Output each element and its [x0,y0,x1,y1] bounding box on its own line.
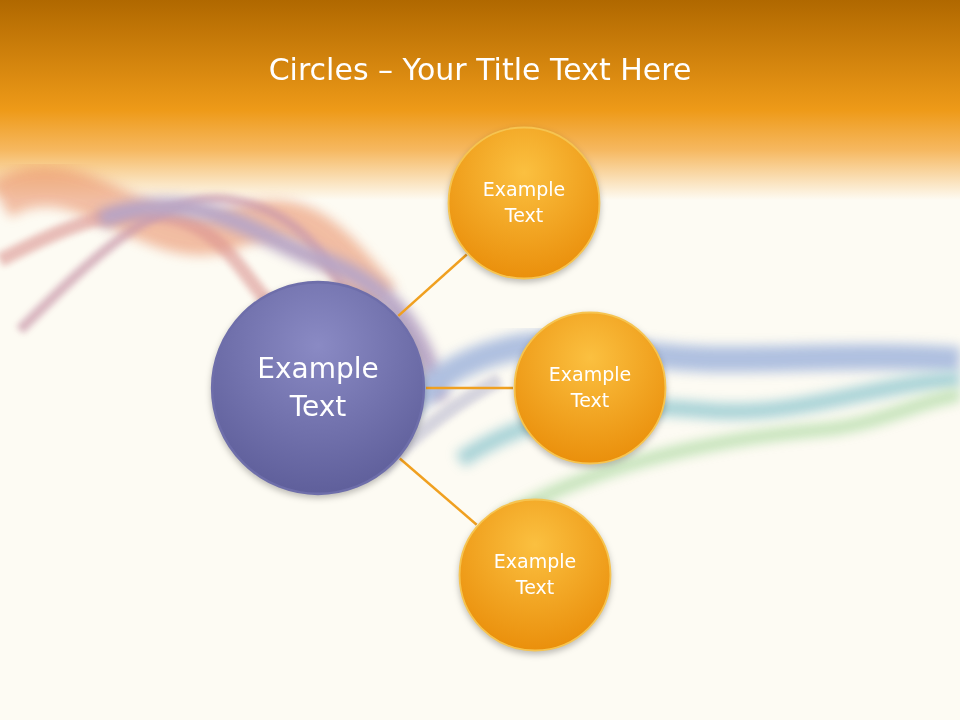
node-label: Example Text [494,549,576,600]
node-label: Example Text [549,362,631,413]
connector-line [400,459,477,525]
circle-shape [447,126,601,280]
branch-circle: Example Text [447,126,601,280]
circle-shape [210,280,426,496]
branch-circle: Example Text [458,498,612,652]
circle-shape [513,311,667,465]
main-circle: Example Text [210,280,426,496]
slide-title: Circles – Your Title Text Here [0,52,960,87]
branch-circle: Example Text [513,311,667,465]
node-label: Example Text [257,350,378,426]
connector-line [398,254,466,315]
connector-line [426,387,513,390]
circle-shape [458,498,612,652]
node-label: Example Text [483,177,565,228]
